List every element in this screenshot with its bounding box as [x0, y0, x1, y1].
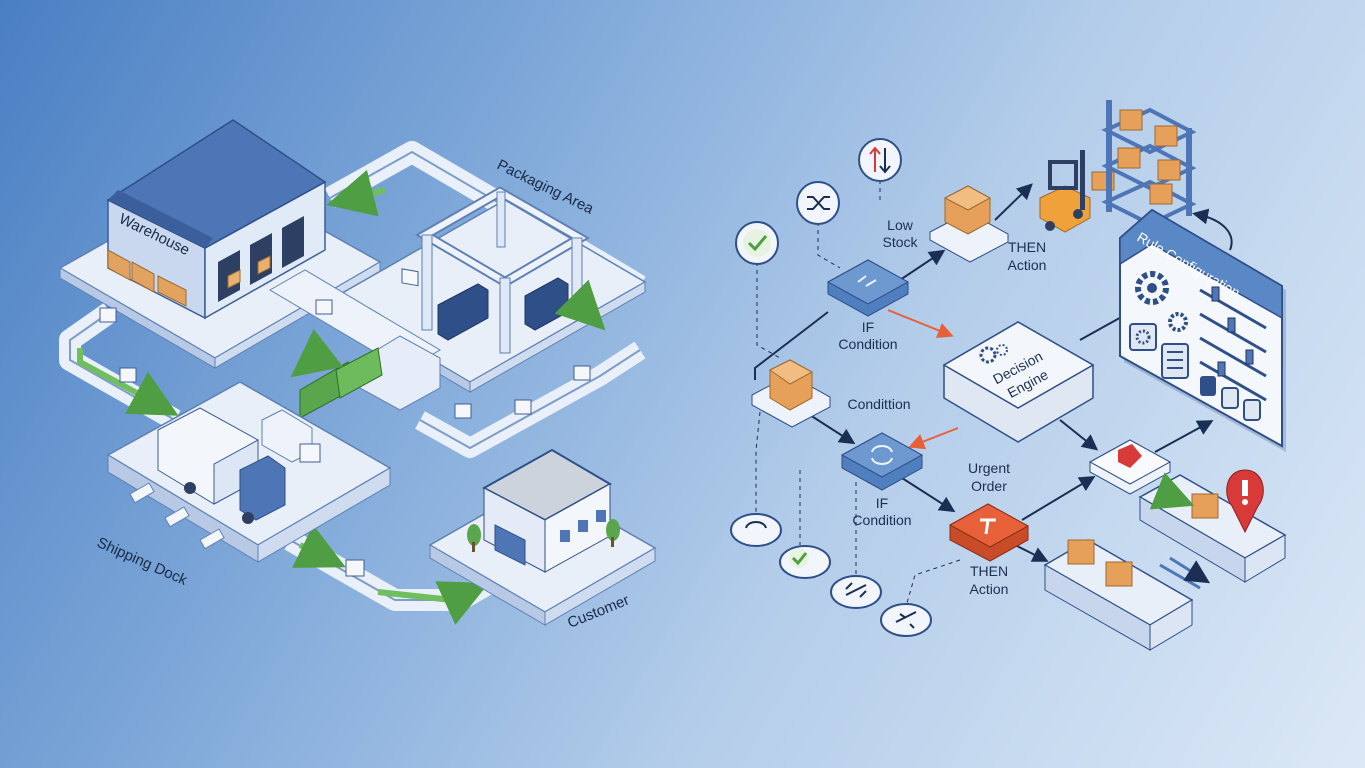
rule-engine-diagram: IF Condition Low Stock THEN Action [730, 100, 1287, 651]
condition-label: Condittion [847, 396, 910, 412]
then-action-top-line2: Action [1008, 257, 1047, 273]
parcels [99, 268, 591, 577]
then-action-top-line1: THEN [1008, 239, 1046, 255]
flow-arrows [754, 183, 1233, 562]
refresh-icon-node [730, 513, 782, 547]
if-condition-node-bottom: IF Condition [840, 432, 924, 528]
source-box-node [751, 359, 831, 428]
settings-sliders [1199, 286, 1267, 402]
sort-arrows-icon-node [858, 138, 902, 182]
urgent-order-line1: Urgent [968, 460, 1010, 476]
sort-arrows-icon [869, 146, 881, 172]
then-action-node-top: THEN Action [929, 185, 1047, 273]
alert-arrows [887, 309, 959, 450]
refresh-icon [745, 521, 767, 529]
low-stock-line1: Low [887, 217, 914, 233]
if-condition-bottom-line2: Condition [852, 512, 911, 528]
conveyor-belt-bottom [1043, 539, 1194, 651]
rule-configuration-panel: Rule Configuration [1119, 208, 1286, 452]
low-stock-line2: Stock [882, 234, 918, 250]
shipping-dock: Shipping Dock [94, 381, 392, 589]
truck-icon [157, 407, 286, 524]
then-action-node-bottom: THEN Action [948, 503, 1030, 597]
alert-tile-node [1088, 439, 1172, 495]
shuffle-icon-node [796, 181, 840, 225]
check-icon [791, 552, 808, 566]
if-condition-bottom-line1: IF [876, 495, 888, 511]
check-icon [747, 235, 768, 252]
if-condition-top-line1: IF [862, 319, 874, 335]
warehouse-flow-diagram: Warehouse Packaging Area [58, 119, 657, 632]
shelving-icon [1101, 100, 1197, 227]
if-condition-node-top: IF Condition [826, 259, 910, 352]
swap-icon [845, 582, 867, 598]
check-icon-node-bottom [779, 545, 831, 579]
gear-icon [979, 344, 1008, 364]
urgent-order-line2: Order [971, 478, 1007, 494]
tree-icon [606, 519, 620, 547]
swap-icon-node [830, 575, 882, 609]
warehouse-building: Warehouse [58, 119, 382, 369]
if-condition-top-line2: Condition [838, 336, 897, 352]
split-icon-node [880, 603, 932, 637]
gear-icon [1135, 271, 1188, 332]
customer-building: Customer [428, 448, 657, 632]
shuffle-icon [807, 196, 830, 210]
then-action-bottom-line2: Action [970, 581, 1009, 597]
urgent-icon [980, 518, 996, 535]
dashed-connectors [755, 180, 961, 611]
shipping-dock-label: Shipping Dock [94, 534, 190, 589]
decision-engine-node: Decision Engine [942, 321, 1095, 443]
tree-icon [467, 524, 481, 552]
conveyor-belt-right [1138, 472, 1287, 588]
check-icon-node [735, 221, 779, 265]
forklift-icon [1039, 150, 1115, 233]
sorting-gate [269, 269, 441, 419]
alert-icon [1226, 469, 1264, 534]
split-icon [895, 611, 917, 629]
then-action-bottom-line1: THEN [970, 563, 1008, 579]
